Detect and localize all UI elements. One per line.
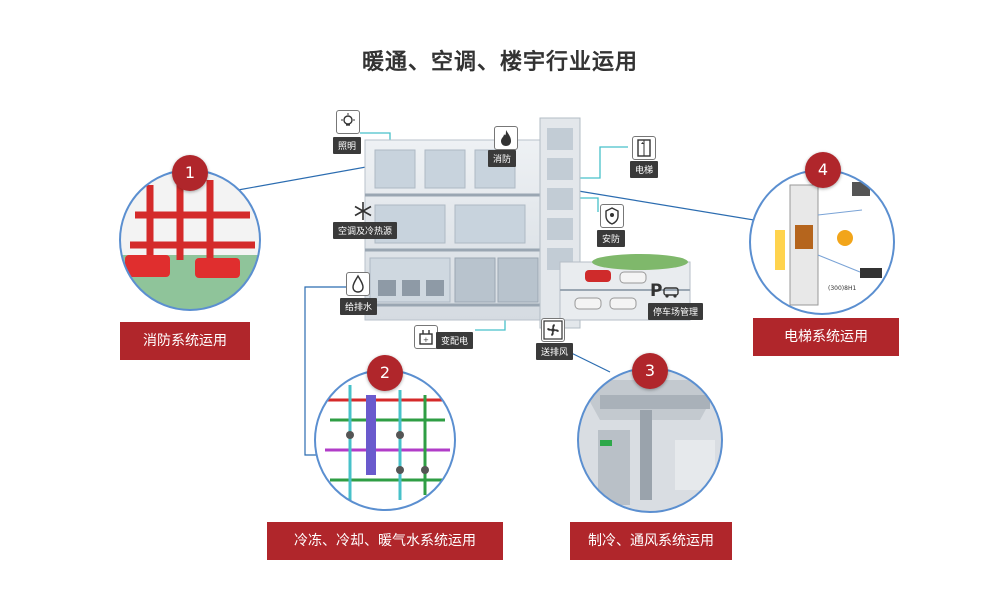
tag-label: 电梯 [630,161,659,178]
fan-icon [541,318,565,342]
flame-icon [494,126,518,150]
badge-4: 4 [805,152,841,188]
tag-label: 照明 [333,137,362,154]
badge-1: 1 [172,155,208,191]
circle-water-system [315,370,455,510]
circle-elevator-system [750,170,894,314]
elevator-panel-label: (300)8H1 [828,285,857,292]
water-drop-icon [346,272,370,296]
page-title: 暖通、空调、楼宇行业运用 [361,50,638,75]
tag-label: 消防 [488,150,517,167]
snowflake-icon [352,200,374,222]
transformer-icon: + [414,325,438,349]
elevator-icon [632,136,656,160]
tag-label: 送排风 [536,343,574,360]
lightbulb-icon [336,110,360,134]
banner-water-system: 冷冻、冷却、暖气水系统运用 [267,522,503,560]
building-cutaway [364,117,691,329]
tag-label: 停车场管理 [648,303,704,320]
banner-fire-system: 消防系统运用 [120,322,250,360]
tag-label: 空调及冷热源 [333,222,398,239]
tag-label: 安防 [597,230,626,247]
badge-2: 2 [367,355,403,391]
banner-elevator-system: 电梯系统运用 [753,318,899,356]
tag-label: 变配电 [436,332,474,349]
banner-ventilation-system: 制冷、通风系统运用 [570,522,732,560]
shield-icon [600,204,624,228]
svg-text:P: P [650,281,662,300]
badge-3: 3 [632,353,668,389]
parking-icon: P [650,280,682,301]
svg-text:+: + [423,336,429,344]
tag-label: 给排水 [340,298,378,315]
